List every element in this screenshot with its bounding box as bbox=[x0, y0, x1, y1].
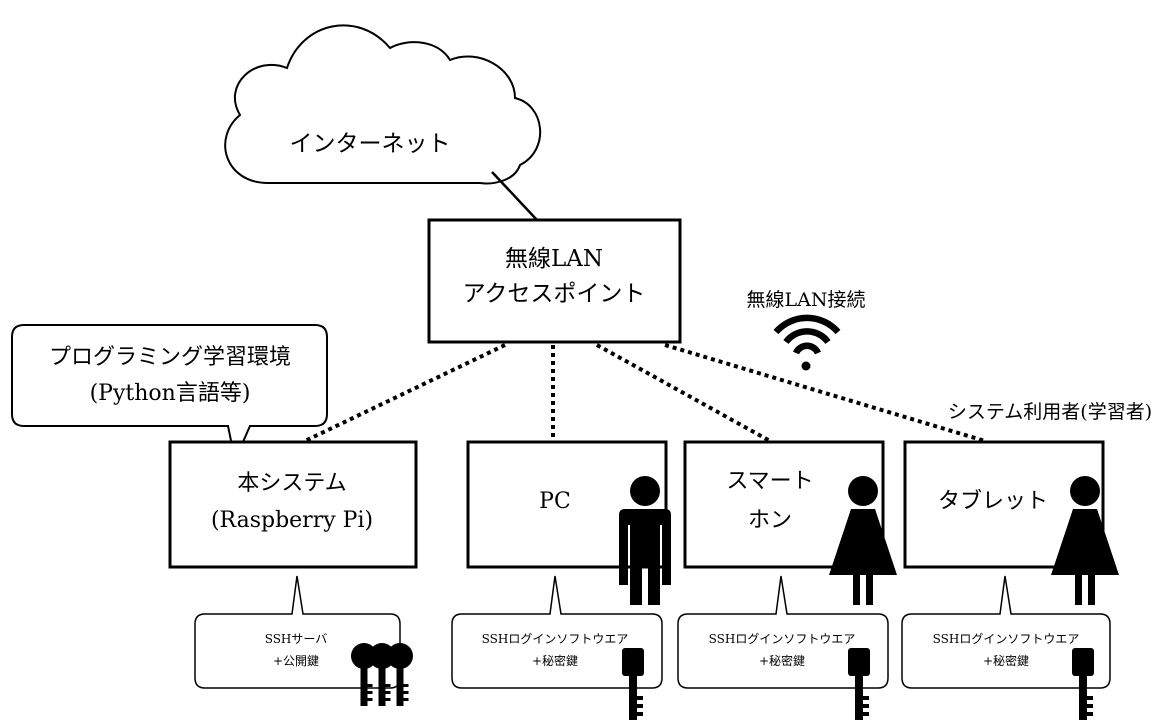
wireless-link-tablet bbox=[664, 343, 986, 443]
server-note-line1: SSHサーバ bbox=[265, 632, 328, 646]
internet-label: インターネット bbox=[290, 131, 451, 157]
access-point-line1: 無線LAN bbox=[505, 246, 603, 272]
server-line2: (Raspberry Pi) bbox=[211, 508, 373, 533]
pc-note: SSHログインソフトウエア +秘密鍵 bbox=[451, 575, 663, 689]
env-bubble-line1: プログラミング学習環境 bbox=[49, 345, 291, 370]
env-bubble-line2: (Python言語等) bbox=[90, 381, 251, 406]
server-line1: 本システム bbox=[237, 471, 346, 496]
internet-link bbox=[491, 171, 538, 221]
tablet-note-line1: SSHログインソフトウエア bbox=[933, 632, 1080, 646]
device-smartphone-line2: ホン bbox=[748, 508, 792, 533]
wifi-icon bbox=[773, 314, 841, 355]
device-tablet-line1: タブレット bbox=[938, 489, 1048, 514]
pc-note-line2: +秘密鍵 bbox=[532, 653, 578, 668]
access-point-line2: アクセスポイント bbox=[463, 281, 646, 307]
wifi-dot bbox=[801, 361, 811, 371]
pc-note-line1: SSHログインソフトウエア bbox=[482, 632, 629, 646]
wireless-label: 無線LAN接続 bbox=[747, 289, 866, 311]
tablet-note: SSHログインソフトウエア +秘密鍵 bbox=[901, 575, 1111, 689]
server-note-line2: +公開鍵 bbox=[273, 653, 319, 668]
wireless-link-server bbox=[304, 343, 506, 443]
users-label: システム利用者(学習者) bbox=[948, 401, 1152, 423]
device-pc-line1: PC bbox=[539, 489, 571, 514]
tablet-note-line2: +秘密鍵 bbox=[983, 653, 1029, 668]
server-box: 本システム (Raspberry Pi) bbox=[168, 440, 418, 569]
internet-cloud: インターネット bbox=[224, 24, 542, 185]
env-bubble: プログラミング学習環境 (Python言語等) bbox=[11, 324, 328, 464]
smartphone-note-line2: +秘密鍵 bbox=[759, 653, 805, 668]
wireless-link-smartphone bbox=[596, 343, 771, 443]
smartphone-note: SSHログインソフトウエア +秘密鍵 bbox=[677, 575, 889, 689]
cloud-icon bbox=[224, 24, 542, 185]
wireless-links bbox=[304, 343, 986, 443]
device-smartphone-line1: スマート bbox=[726, 469, 813, 494]
access-point-box: 無線LAN アクセスポイント bbox=[427, 218, 682, 344]
smartphone-note-line1: SSHログインソフトウエア bbox=[709, 632, 856, 646]
server-note: SSHサーバ +公開鍵 bbox=[194, 575, 401, 689]
